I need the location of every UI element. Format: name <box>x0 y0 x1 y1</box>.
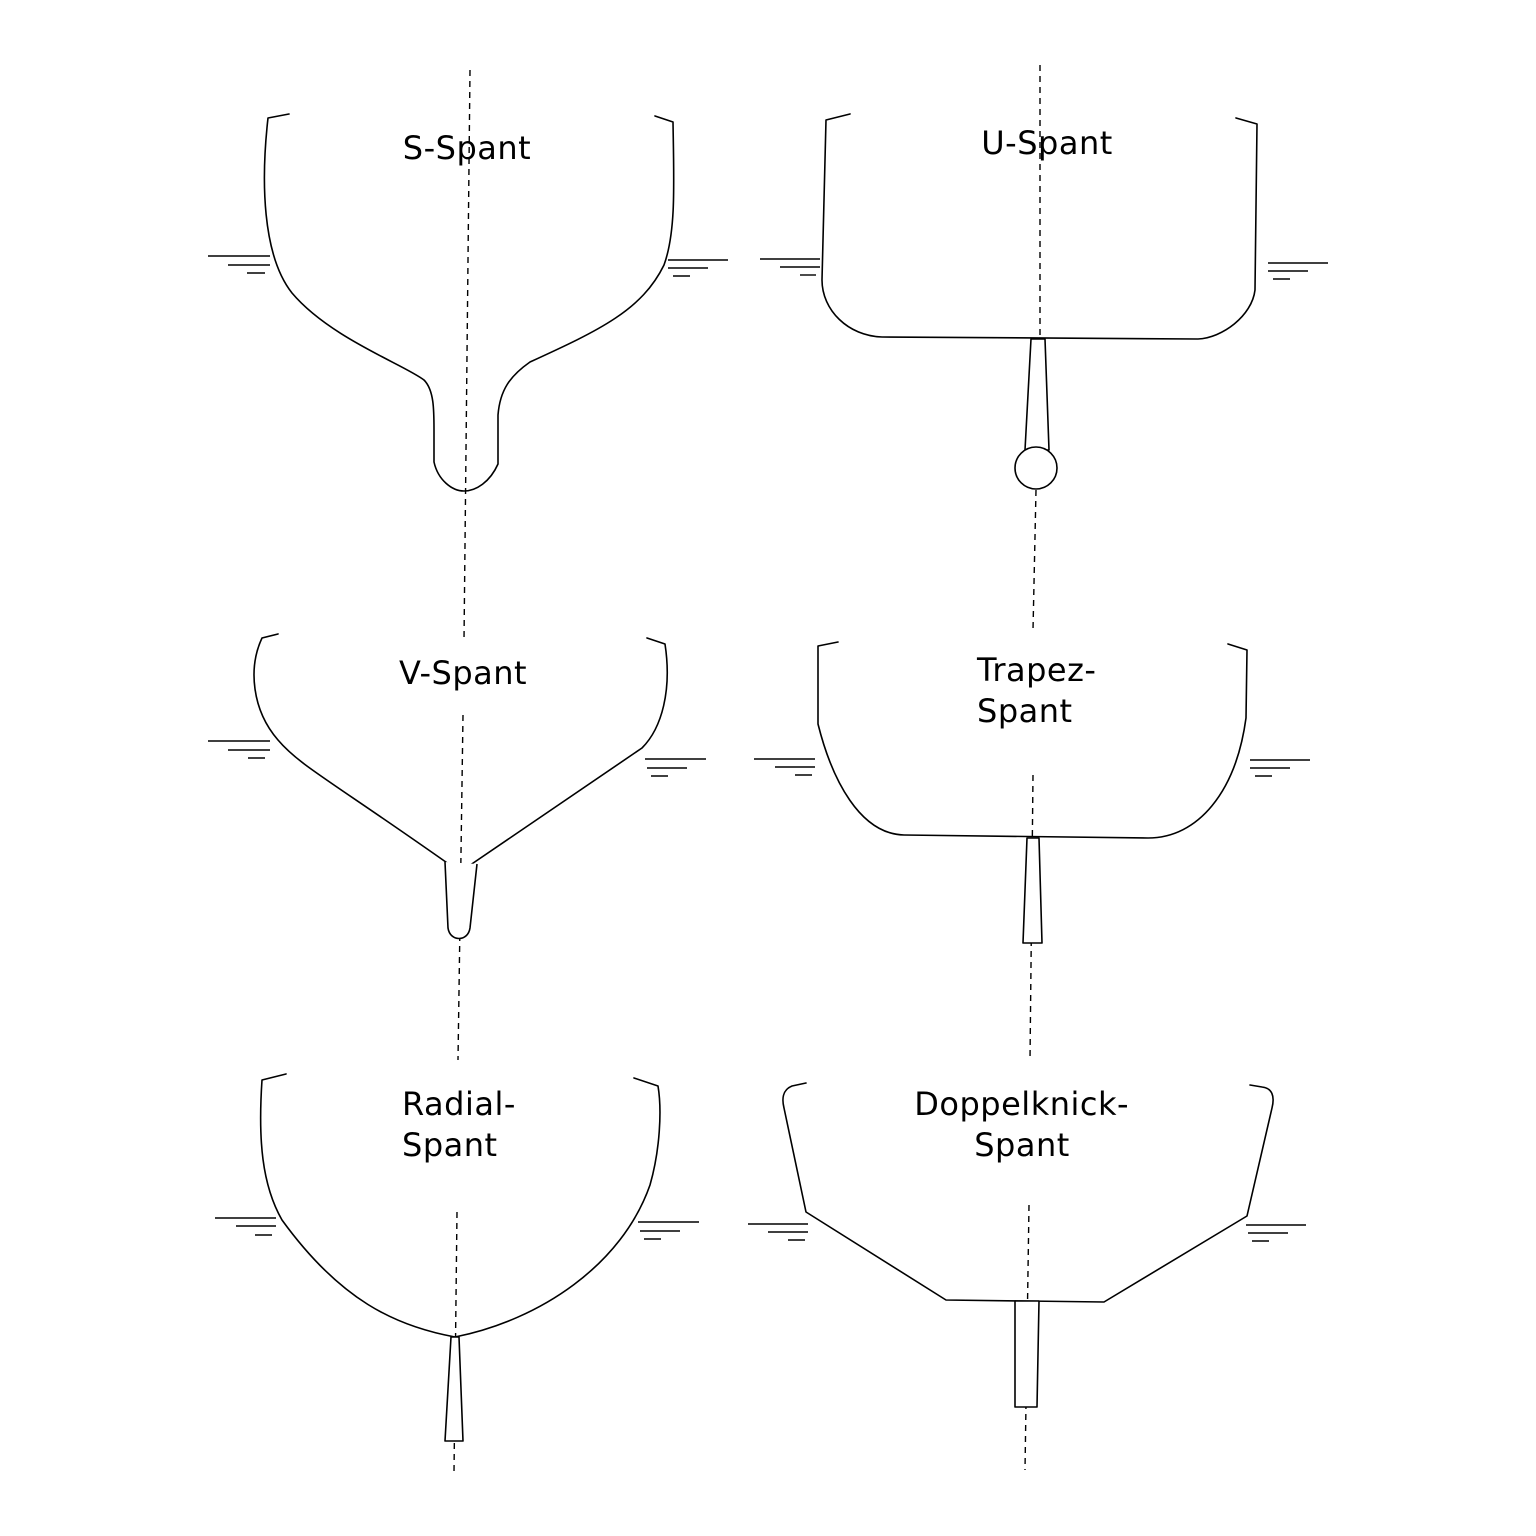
doppelknick-spant-waterline-left <box>748 1223 808 1241</box>
v-spant-figure: V-Spant <box>208 633 706 1061</box>
s-spant-centerline <box>463 69 471 641</box>
radial-spant-figure: Radial- Spant <box>215 1073 699 1473</box>
radial-spant-label: Radial- Spant <box>402 1085 527 1164</box>
trapez-spant-waterline-left <box>754 758 815 776</box>
trapez-spant-keel-fin <box>1022 837 1043 944</box>
v-spant-keel-fin <box>444 861 478 940</box>
s-spant-label: S-Spant <box>403 129 531 167</box>
u-spant-figure: U-Spant <box>760 65 1328 631</box>
v-spant-waterline-left <box>208 740 270 759</box>
s-spant-waterline-left <box>208 255 270 274</box>
radial-spant-waterline-right <box>638 1221 699 1240</box>
u-spant-waterline-right <box>1268 262 1328 280</box>
v-spant-waterline-right <box>645 758 706 777</box>
doppelknick-spant-label: Doppelknick- Spant <box>914 1085 1139 1164</box>
u-spant-keel-bulb <box>1014 446 1058 490</box>
u-spant-centerline-lower <box>1032 489 1037 631</box>
trapez-spant-centerline <box>1029 774 1034 1061</box>
s-spant-hull-outline <box>263 113 675 492</box>
radial-spant-waterline-left <box>215 1217 276 1236</box>
u-spant-label: U-Spant <box>981 124 1113 162</box>
trapez-spant-waterline-right <box>1250 759 1310 777</box>
doppelknick-spant-figure: Doppelknick- Spant <box>748 1082 1306 1471</box>
v-spant-centerline <box>457 714 464 1061</box>
trapez-spant-label: Trapez- Spant <box>976 651 1107 730</box>
v-spant-label: V-Spant <box>399 654 527 692</box>
s-spant-waterline-right <box>668 259 728 277</box>
v-spant-hull-outline <box>253 633 668 873</box>
u-spant-hull-outline <box>821 113 1258 340</box>
doppelknick-spant-keel-fin <box>1014 1300 1040 1408</box>
trapez-spant-hull-outline <box>817 641 1248 839</box>
doppelknick-spant-waterline-right <box>1246 1224 1306 1242</box>
radial-spant-keel-fin <box>444 1336 464 1442</box>
u-spant-keel-fin <box>1024 338 1050 451</box>
u-spant-waterline-left <box>760 258 820 276</box>
trapez-spant-figure: Trapez- Spant <box>754 641 1310 1061</box>
s-spant-figure: S-Spant <box>208 69 728 641</box>
